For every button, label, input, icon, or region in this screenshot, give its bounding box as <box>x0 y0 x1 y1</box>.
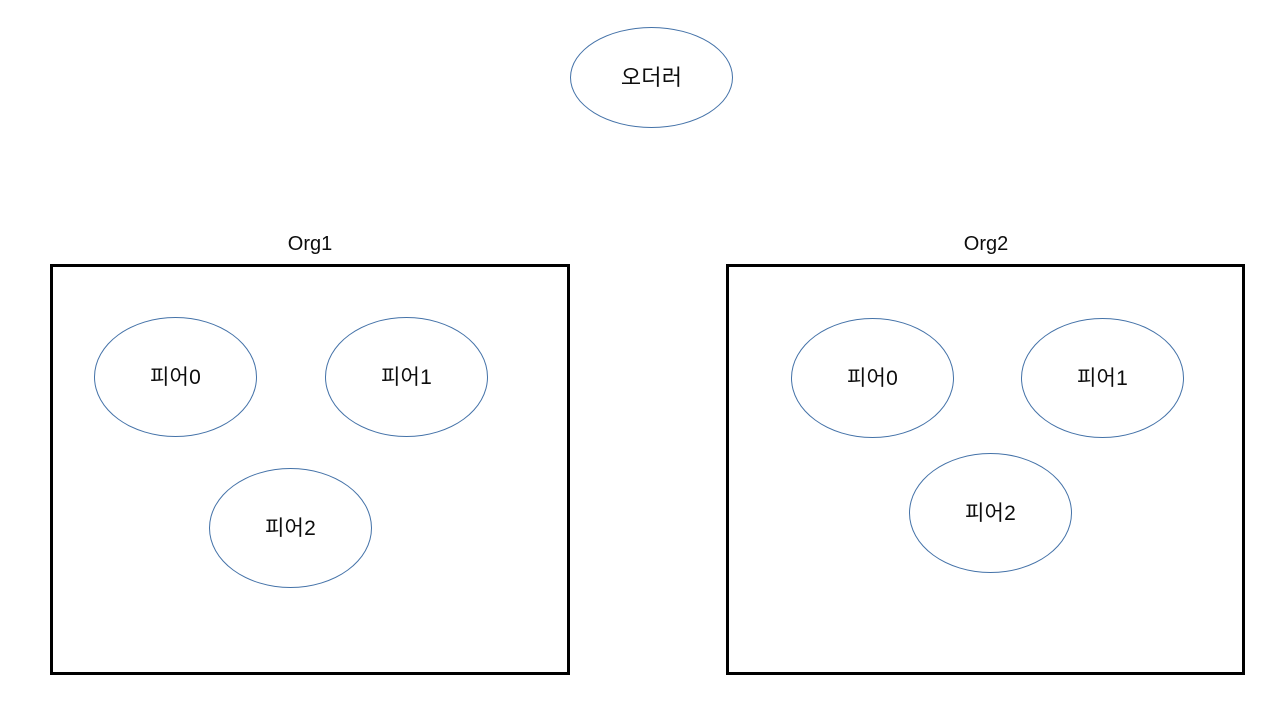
org1-peer2-label: 피어2 <box>265 516 316 540</box>
org1-peer0-label: 피어0 <box>150 365 201 389</box>
org2-peer1-label: 피어1 <box>1077 366 1128 390</box>
org1-boundary[interactable]: 피어0 피어1 피어2 <box>50 264 570 675</box>
org2-peer0-node[interactable]: 피어0 <box>791 318 954 438</box>
orderer-node[interactable]: 오더러 <box>570 27 733 128</box>
org1-peer1-node[interactable]: 피어1 <box>325 317 488 437</box>
org2-title: Org2 <box>963 233 1009 255</box>
org1-peer2-node[interactable]: 피어2 <box>209 468 372 588</box>
org2-peer0-label: 피어0 <box>847 366 898 390</box>
org2-peer1-node[interactable]: 피어1 <box>1021 318 1184 438</box>
org1-peer0-node[interactable]: 피어0 <box>94 317 257 437</box>
org2-boundary[interactable]: 피어0 피어1 피어2 <box>726 264 1245 675</box>
org1-peer1-label: 피어1 <box>381 365 432 389</box>
org1-title: Org1 <box>287 233 333 255</box>
org2-peer2-label: 피어2 <box>965 501 1016 525</box>
orderer-node-label: 오더러 <box>620 64 683 90</box>
org2-peer2-node[interactable]: 피어2 <box>909 453 1072 573</box>
